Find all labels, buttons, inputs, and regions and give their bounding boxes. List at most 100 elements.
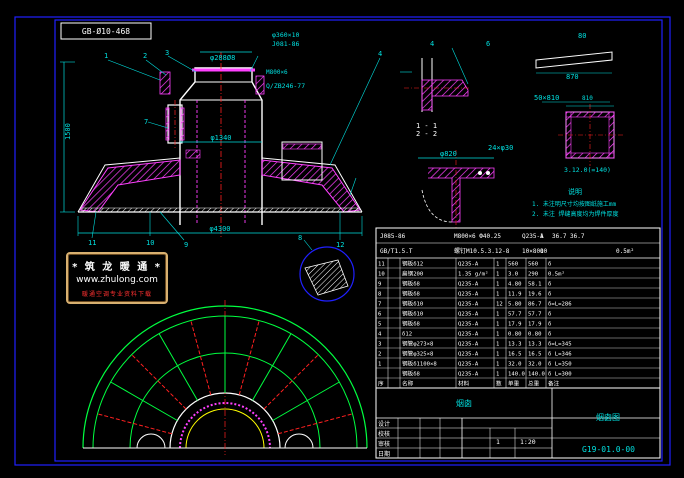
- parts-row-cell: 32.0: [508, 362, 521, 368]
- parts-row-cell: 1: [496, 292, 499, 298]
- parts-row-cell: 11: [378, 262, 385, 268]
- parts-row-cell: 58.1: [528, 282, 541, 288]
- parts-row-cell: 数: [496, 380, 502, 388]
- parts-row-cell: 钢板δ10: [402, 300, 423, 308]
- parts-row-cell: 140.0: [508, 372, 525, 378]
- parts-row-cell: 290: [528, 272, 538, 278]
- parts-row-cell: 3: [378, 342, 381, 348]
- detail-1-1-callout-6: 6: [486, 40, 490, 48]
- top-row-cell: M800×6 Ф40.25: [454, 233, 501, 240]
- parts-row-cell: 单重: [508, 380, 520, 388]
- detail-1-1: [400, 47, 470, 112]
- top-row-cell: GB/T1.5.T: [380, 248, 413, 255]
- top-row-cell: 10×8000: [522, 248, 548, 255]
- parts-row-cell: δ: [548, 292, 551, 298]
- parts-row-cell: 钢板δ8: [402, 370, 421, 378]
- parts-row-cell: 17.9: [528, 322, 541, 328]
- parts-row-cell: Q235-A: [458, 302, 479, 308]
- parts-row-cell: 1: [496, 342, 499, 348]
- parts-row-cell: 13.3: [508, 342, 521, 348]
- parts-row-cell: Q235-A: [458, 282, 479, 288]
- parts-row-cell: Q235-A: [458, 342, 479, 348]
- parts-row-cell: Q235-A: [458, 262, 479, 268]
- parts-row-cell: 材料: [458, 380, 470, 388]
- parts-row-cell: 4.80: [508, 282, 521, 288]
- parts-row-cell: 1: [496, 352, 499, 358]
- parts-row-cell: δ12: [402, 332, 412, 338]
- top-row-cell: 1: [540, 233, 544, 240]
- top-row-cell: Q235-A: [522, 233, 544, 240]
- parts-row-cell: 钢板δ1100×8: [402, 360, 437, 368]
- section-d: 810: [582, 95, 593, 102]
- parts-row-cell: 16.5: [508, 352, 521, 358]
- parts-row-cell: 11.9: [508, 292, 521, 298]
- label-height: 1500: [64, 123, 72, 140]
- main-elevation: [60, 51, 381, 241]
- parts-row-cell: δ: [548, 312, 551, 318]
- top-row-cell: 1: [540, 248, 544, 255]
- outer-frame: [14, 16, 671, 466]
- title-main: 烟囱: [456, 398, 472, 408]
- parts-row-cell: 1: [496, 332, 499, 338]
- drawing-scale: 1:20: [520, 438, 536, 446]
- top-row-cell: 36.7: [552, 233, 567, 240]
- parts-row-cell: 名称: [402, 380, 414, 388]
- plan-view: [82, 300, 368, 455]
- parts-row-cell: 560: [528, 262, 538, 268]
- detail-2-2-pipe: φ820: [440, 150, 457, 158]
- tb-approver: 审核: [378, 440, 390, 448]
- parts-row-cell: δ L=346: [548, 352, 572, 358]
- callout-4: 4: [378, 50, 382, 58]
- detail-1-1-view: 1 - 1: [416, 122, 437, 130]
- top-row-cell: 螺钉M10.5.3.12-8: [454, 247, 510, 255]
- parts-row-cell: 16.5: [528, 352, 541, 358]
- parts-row-cell: Q235-A: [458, 332, 479, 338]
- parts-row-cell: Q235-A: [458, 322, 479, 328]
- parts-row-cell: δ: [548, 332, 551, 338]
- parts-row-cell: 12: [496, 302, 503, 308]
- parts-row-cell: 10: [378, 272, 385, 278]
- notes-title: 说明: [568, 187, 582, 196]
- parts-row-cell: 总重: [528, 380, 540, 388]
- parts-row-cell: Q235-A: [458, 372, 479, 378]
- parts-row-cell: 2: [378, 352, 381, 358]
- callout-7: 7: [144, 118, 148, 126]
- code-box: [60, 22, 152, 40]
- callout-10: 10: [146, 239, 154, 247]
- parts-row-cell: 1: [496, 272, 499, 278]
- callout-9: 9: [184, 241, 188, 249]
- parts-row-cell: 钢管φ325×8: [402, 350, 434, 358]
- parts-row-cell: Q235-A: [458, 312, 479, 318]
- parts-row-cell: 钢板δ8: [402, 290, 421, 298]
- parts-row-cell: 钢板δ8: [402, 320, 421, 328]
- detail-bubble: [299, 239, 355, 302]
- detail-2-2: [418, 150, 495, 228]
- parts-row-cell: 0.80: [508, 332, 521, 338]
- parts-row-cell: 560: [508, 262, 518, 268]
- parts-row-cell: 1: [378, 362, 381, 368]
- section-b: 870: [566, 73, 579, 81]
- drawing-sheet: 1: [496, 438, 500, 446]
- parts-row-cell: 1.35 g/m²: [458, 271, 488, 278]
- parts-row-cell: 1: [496, 262, 499, 268]
- parts-row-cell: δ: [548, 322, 551, 328]
- section-hdr: 80: [578, 32, 586, 40]
- section-c: 50×810: [534, 94, 559, 102]
- parts-row-cell: 19.6: [528, 292, 541, 298]
- parts-row-cell: 0.5m²: [548, 271, 565, 278]
- parts-row-cell: δ=L=286: [548, 302, 572, 308]
- parts-row-cell: 1: [496, 362, 499, 368]
- parts-row-cell: 钢板δ12: [402, 260, 423, 268]
- section-e: 3.12.0(=140): [564, 166, 611, 174]
- parts-row-cell: 备注: [548, 380, 560, 388]
- parts-row-cell: 9: [378, 282, 381, 288]
- title-sub: 烟囱图: [596, 412, 620, 422]
- drawing-number: G19-01.0-00: [582, 445, 635, 454]
- parts-row-cell: 0.80: [528, 332, 541, 338]
- parts-row-cell: 1: [496, 282, 499, 288]
- label-dia-base: φ4300: [209, 225, 230, 233]
- tb-date: 日期: [378, 450, 390, 458]
